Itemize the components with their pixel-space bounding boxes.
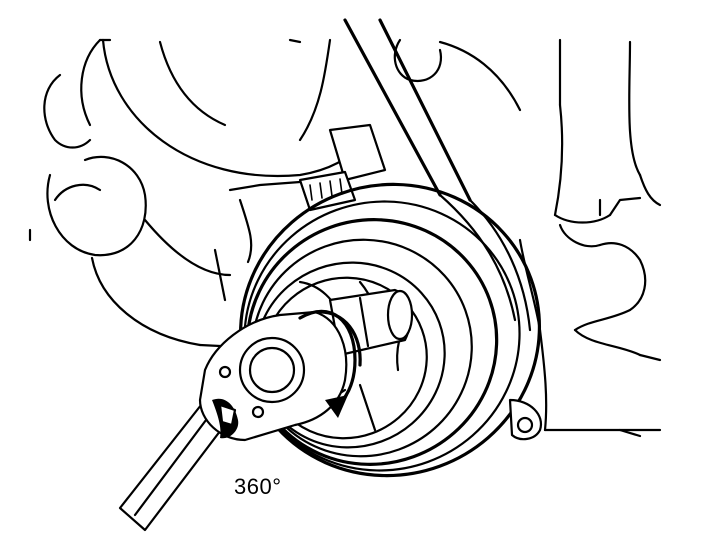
socket-extension xyxy=(328,288,414,357)
ratchet-wrench xyxy=(118,310,348,532)
rotation-arrow xyxy=(298,309,362,418)
rotation-angle-label: 360° xyxy=(234,474,282,499)
tensioner-bracket xyxy=(298,123,387,212)
drive-belt xyxy=(343,18,532,332)
